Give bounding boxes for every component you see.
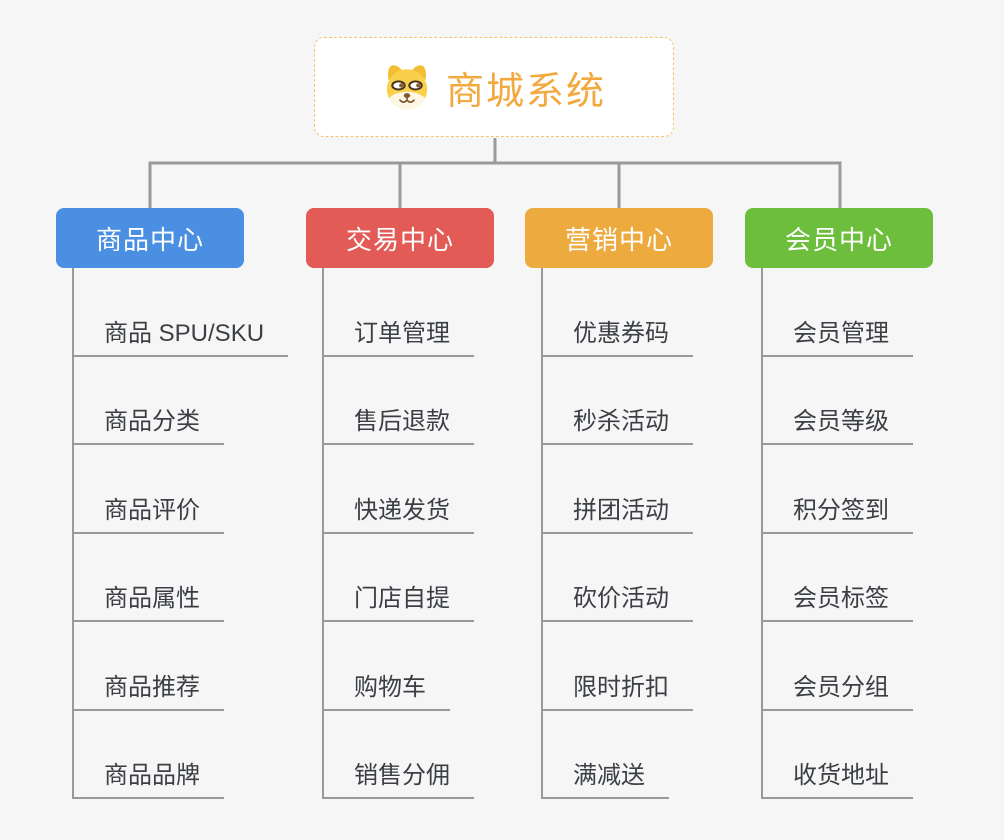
node-label: 秒杀活动 (573, 408, 669, 435)
node-label: 商品 SPU/SKU (104, 319, 265, 347)
branch-items: 会员管理会员等级积分签到会员标签会员分组收货地址 (761, 268, 913, 799)
mindmap-node[interactable]: 快递发货 (324, 445, 474, 534)
mindmap-node[interactable]: 会员分组 (763, 622, 913, 711)
mindmap-node[interactable]: 秒杀活动 (543, 357, 693, 445)
node-label: 商品推荐 (104, 673, 200, 701)
root-title: 商城系统 (445, 70, 606, 113)
node-label: 会员等级 (793, 408, 889, 435)
branch-items: 订单管理售后退款快递发货门店自提购物车销售分佣 (322, 268, 474, 799)
node-label: 满减送 (573, 762, 645, 789)
node-label: 商品评价 (104, 496, 200, 524)
mindmap-node[interactable]: 会员管理 (763, 268, 913, 357)
mindmap-node[interactable]: 优惠券码 (543, 268, 693, 357)
mindmap-node[interactable]: 销售分佣 (324, 711, 474, 799)
node-label: 订单管理 (354, 319, 450, 347)
mindmap-node[interactable]: 限时折扣 (543, 622, 693, 711)
branch-items: 优惠券码秒杀活动拼团活动砍价活动限时折扣满减送 (541, 268, 693, 799)
node-label: 商品属性 (104, 585, 200, 612)
branch-box-member-center[interactable]: 会员中心 (745, 208, 933, 268)
mindmap-node[interactable]: 砍价活动 (543, 534, 693, 622)
mindmap-node[interactable]: 拼团活动 (543, 445, 693, 534)
branch: 商品中心 商品 SPU/SKU 商品分类商品评价商品属性商品推荐商品品牌 (56, 208, 289, 799)
branch-box-marketing-center[interactable]: 营销中心 (525, 208, 713, 268)
mindmap-node[interactable]: 满减送 (543, 711, 669, 799)
node-label: 会员标签 (793, 585, 889, 612)
mindmap-node[interactable]: 订单管理 (324, 268, 474, 357)
mindmap-node[interactable]: 售后退款 (324, 357, 474, 445)
mindmap-node[interactable]: 会员等级 (763, 357, 913, 445)
mindmap-node[interactable]: 门店自提 (324, 534, 474, 622)
branch: 营销中心 优惠券码秒杀活动拼团活动砍价活动限时折扣满减送 (525, 208, 713, 799)
branch: 会员中心 会员管理会员等级积分签到会员标签会员分组收货地址 (745, 208, 933, 799)
mindmap-node[interactable]: 商品推荐 (74, 622, 224, 711)
mindmap-node[interactable]: 会员标签 (763, 534, 913, 622)
mindmap-node[interactable]: 积分签到 (763, 445, 913, 534)
mindmap-node[interactable]: 商品分类 (74, 357, 224, 445)
branch: 交易中心 订单管理售后退款快递发货门店自提购物车销售分佣 (306, 208, 494, 799)
branch-box-product-center[interactable]: 商品中心 (56, 208, 244, 268)
node-label: 门店自提 (354, 585, 450, 612)
node-label: 购物车 (354, 673, 426, 701)
node-label: 限时折扣 (573, 673, 669, 701)
node-label: 会员管理 (793, 319, 889, 347)
node-label: 优惠券码 (573, 319, 669, 347)
node-label: 销售分佣 (354, 762, 450, 789)
mindmap-node[interactable]: 商品 SPU/SKU (74, 268, 289, 357)
node-label: 积分签到 (793, 496, 889, 524)
root-node[interactable]: 商城系统 (314, 37, 674, 137)
mindmap-node[interactable]: 商品评价 (74, 445, 224, 534)
node-label: 拼团活动 (573, 496, 669, 524)
mindmap-node[interactable]: 商品属性 (74, 534, 224, 622)
node-label: 收货地址 (793, 762, 889, 789)
node-label: 商品品牌 (104, 762, 200, 789)
node-label: 砍价活动 (573, 585, 669, 612)
mindmap-node[interactable]: 收货地址 (763, 711, 913, 799)
node-label: 售后退款 (354, 408, 450, 435)
node-label: 会员分组 (793, 673, 889, 701)
node-label: 快递发货 (354, 496, 450, 524)
node-label: 商品分类 (104, 408, 200, 435)
shiba-dog-icon (386, 65, 428, 110)
branch-items: 商品 SPU/SKU 商品分类商品评价商品属性商品推荐商品品牌 (72, 268, 289, 799)
mindmap-node[interactable]: 购物车 (324, 622, 450, 711)
mindmap-node[interactable]: 商品品牌 (74, 711, 224, 799)
branch-box-trade-center[interactable]: 交易中心 (306, 208, 494, 268)
